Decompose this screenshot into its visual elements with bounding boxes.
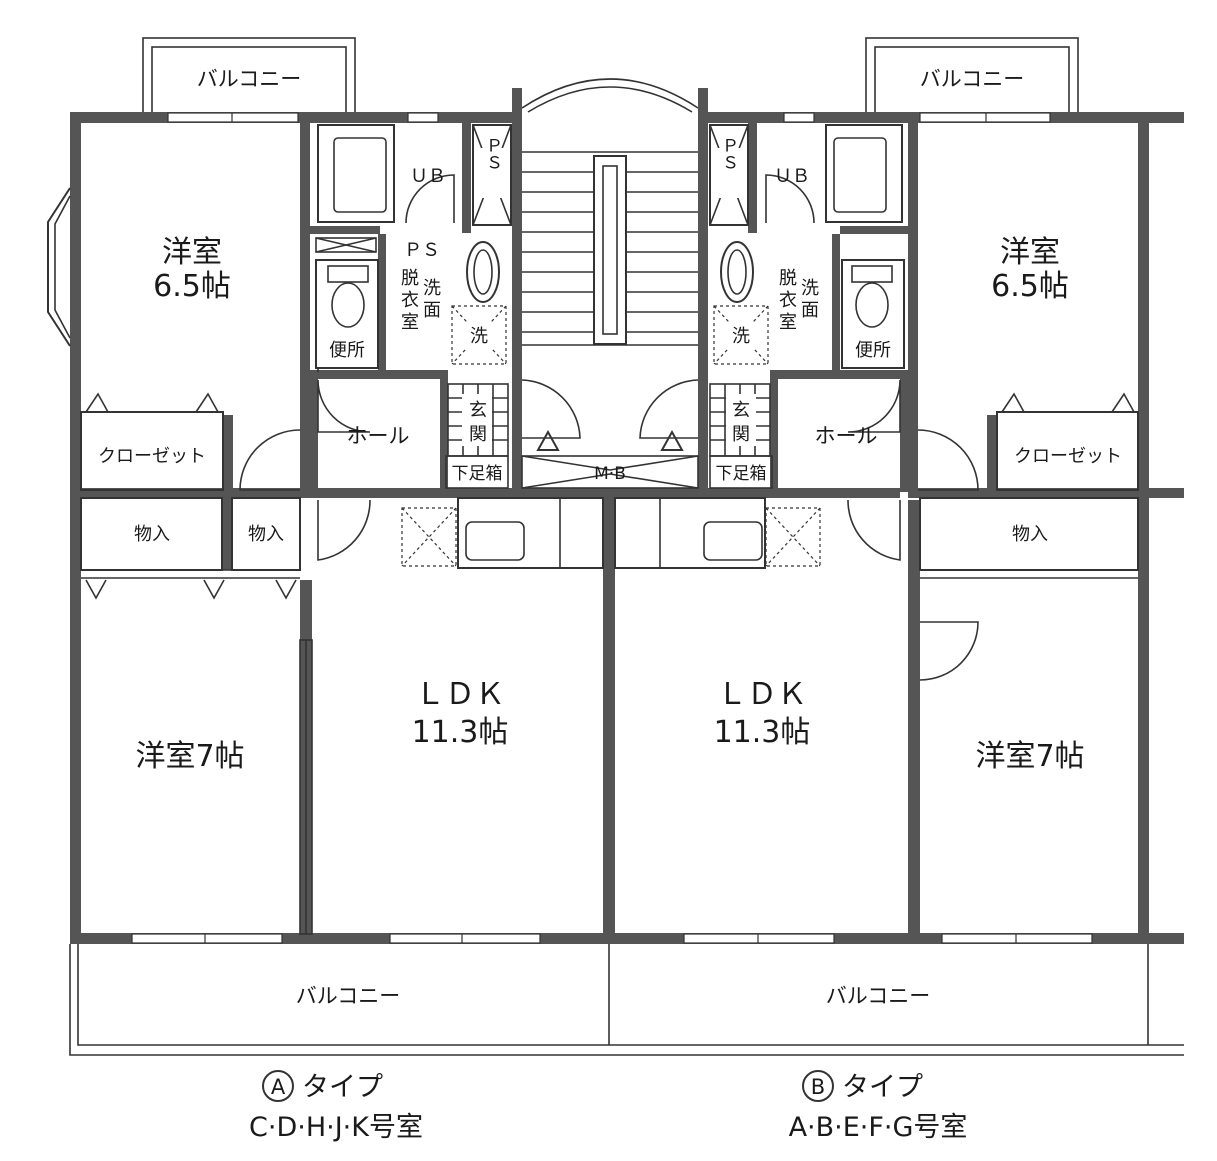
washroom-left-1: 洗	[423, 278, 441, 299]
ldk-left-label: ＬＤＫ	[415, 677, 505, 712]
ldk-left-size: 11.3帖	[412, 715, 509, 750]
ub-left-label: ＵＢ	[410, 166, 446, 187]
ps-left-label: ＰＳ	[404, 240, 440, 261]
changing-room-right-2: 衣	[779, 290, 797, 311]
balcony-top-right-label: バルコニー	[920, 67, 1025, 91]
entrance-right-2: 関	[732, 424, 750, 445]
changing-room-left-2: 衣	[401, 290, 419, 311]
storage-left-2-label: 物入	[248, 524, 284, 545]
hall-right-label: ホール	[815, 424, 878, 448]
type-a-rooms: C·D·H·J·K号室	[249, 1112, 423, 1143]
stair-arch	[521, 78, 699, 113]
ldk-right-size: 11.3帖	[714, 715, 811, 750]
bay-window	[47, 187, 71, 347]
shoe-box-left-label: 下足箱	[452, 464, 503, 484]
type-a-mark: A	[271, 1075, 286, 1099]
western-room-7-right: 洋室7帖	[975, 739, 1084, 774]
changing-room-left-3: 室	[401, 312, 419, 333]
type-b-label: タイプ	[842, 1072, 923, 1103]
storage-right-label: 物入	[1012, 524, 1048, 545]
closet-left-label: クローゼット	[98, 446, 206, 467]
left-unit-fixtures	[80, 124, 604, 935]
changing-room-right-1: 脱	[779, 268, 797, 289]
storage-left-1-label: 物入	[134, 524, 170, 545]
washer-right-label: 洗	[732, 326, 750, 347]
ps-shaft-left-label: ＰＳ	[482, 137, 502, 171]
type-a-label: タイプ	[302, 1072, 383, 1103]
toilet-right-label: 便所	[855, 340, 891, 361]
entrance-left-2: 関	[469, 424, 487, 445]
washer-left-label: 洗	[470, 326, 488, 347]
type-captions: A タイプ C·D·H·J·K号室 B タイプ A·B·E·F·G号室	[249, 1070, 968, 1143]
closet-right-label: クローゼット	[1014, 446, 1122, 467]
entrance-left-1: 玄	[469, 400, 487, 421]
type-b-rooms: A·B·E·F·G号室	[789, 1112, 968, 1143]
balcony-top-left-label: バルコニー	[197, 67, 302, 91]
meter-box	[521, 455, 699, 489]
toilet-left-label: 便所	[329, 340, 365, 361]
western-room-7-left: 洋室7帖	[135, 739, 244, 774]
western-room-left-size: 6.5帖	[153, 269, 231, 304]
washroom-left-2: 面	[423, 300, 441, 321]
changing-room-right-3: 室	[779, 312, 797, 333]
changing-room-left-1: 脱	[401, 268, 419, 289]
ub-right-label: ＵＢ	[774, 166, 810, 187]
western-room-right-label: 洋室	[1000, 235, 1060, 270]
balcony-bottom-right-label: バルコニー	[826, 984, 931, 1008]
meter-box-label: M·B	[594, 464, 626, 484]
western-room-right-size: 6.5帖	[991, 269, 1069, 304]
balcony-bottom-left-label: バルコニー	[296, 984, 401, 1008]
stairs	[522, 151, 698, 346]
washroom-right-2: 面	[801, 300, 819, 321]
ldk-right-label: ＬＤＫ	[717, 677, 807, 712]
bottom-windows	[131, 933, 1093, 944]
room-labels: バルコニー バルコニー 洋室 6.5帖 洋室 6.5帖 ＵＢ ＵＢ ＰＳ ＰＳ …	[98, 67, 1122, 1008]
entrance-right-1: 玄	[732, 400, 750, 421]
shoe-box-right-label: 下足箱	[716, 464, 767, 484]
western-room-left-label: 洋室	[162, 235, 222, 270]
bottom-balcony	[69, 944, 1184, 1056]
type-b-mark: B	[811, 1075, 825, 1099]
entrance-doors	[521, 379, 699, 451]
ps-shaft-right-label: ＰＳ	[718, 137, 738, 171]
hall-left-label: ホール	[347, 424, 410, 448]
washroom-right-1: 洗	[801, 278, 819, 299]
top-windows	[167, 112, 1051, 123]
right-unit-fixtures	[614, 124, 1139, 681]
